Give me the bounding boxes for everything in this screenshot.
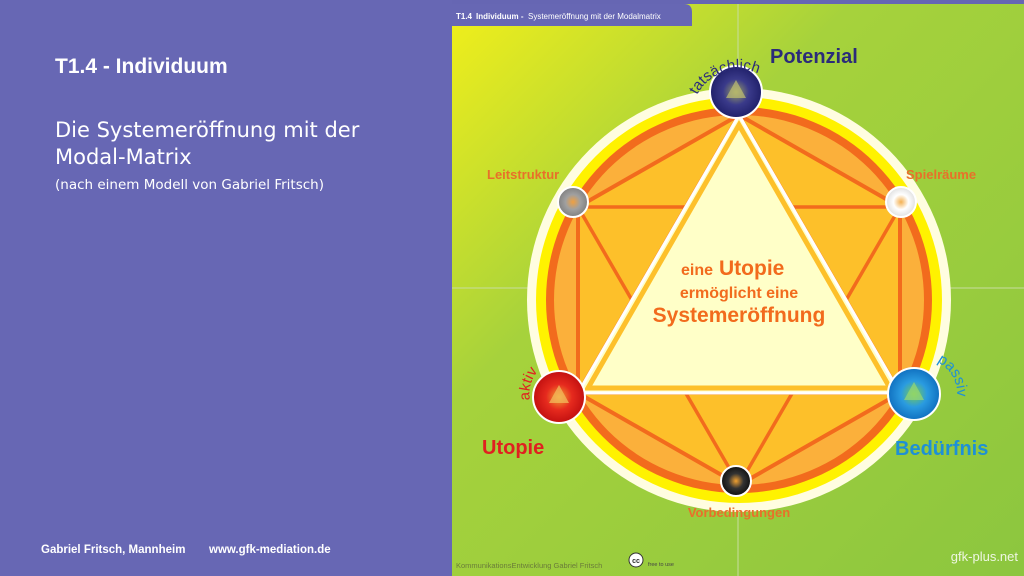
node-upper-right bbox=[885, 186, 917, 218]
label-utopie: Utopie bbox=[482, 437, 544, 459]
node-top bbox=[709, 65, 763, 119]
label-spielraeume: Spielräume bbox=[906, 167, 976, 182]
footer-website[interactable]: www.gfk-mediation.de bbox=[209, 544, 331, 556]
center-text-line2: ermöglicht eine bbox=[680, 285, 798, 302]
triangle-edge bbox=[583, 119, 895, 391]
center-text-line3: Systemeröffnung bbox=[653, 304, 826, 327]
cc-badge: cc bbox=[628, 552, 644, 568]
slide-subtitle: Die Systemeröffnung mit der Modal-Matrix bbox=[55, 118, 360, 169]
label-beduerfnis: Bedürfnis bbox=[895, 438, 988, 460]
header-strip bbox=[452, 4, 692, 26]
svg-text:cc: cc bbox=[632, 558, 640, 565]
header-code: T1.4 bbox=[456, 12, 473, 21]
center-text-line1a: eine bbox=[681, 262, 713, 279]
header-subtitle: Systemeröffnung mit der Modalmatrix bbox=[528, 12, 661, 21]
node-upper-left bbox=[557, 186, 589, 218]
footer-author: Gabriel Fritsch, Mannheim bbox=[41, 544, 186, 556]
label-leitstruktur: Leitstruktur bbox=[487, 167, 559, 182]
slide-title: T1.4 - Individuum bbox=[55, 55, 228, 78]
node-right bbox=[887, 367, 941, 421]
cc-note: free to use bbox=[648, 562, 674, 568]
left-panel: T1.4 - Individuum Die Systemeröffnung mi… bbox=[0, 0, 452, 576]
center-text-line1b: Utopie bbox=[719, 257, 784, 280]
slide-note: (nach einem Modell von Gabriel Fritsch) bbox=[55, 177, 325, 193]
watermark: gfk-plus.net bbox=[951, 549, 1019, 564]
label-potenzial: Potenzial bbox=[770, 46, 858, 68]
node-left bbox=[532, 370, 586, 424]
credit-text: KommunikationsEntwicklung Gabriel Fritsc… bbox=[456, 561, 602, 570]
modal-matrix-diagram: T1.4 Individuum - Systemeröffnung mit de… bbox=[452, 0, 1024, 576]
header-title: Individuum - bbox=[476, 12, 524, 21]
label-vorbedingungen: Vorbedingungen bbox=[688, 505, 790, 520]
central-triangle bbox=[576, 113, 902, 395]
node-bottom bbox=[720, 465, 752, 497]
